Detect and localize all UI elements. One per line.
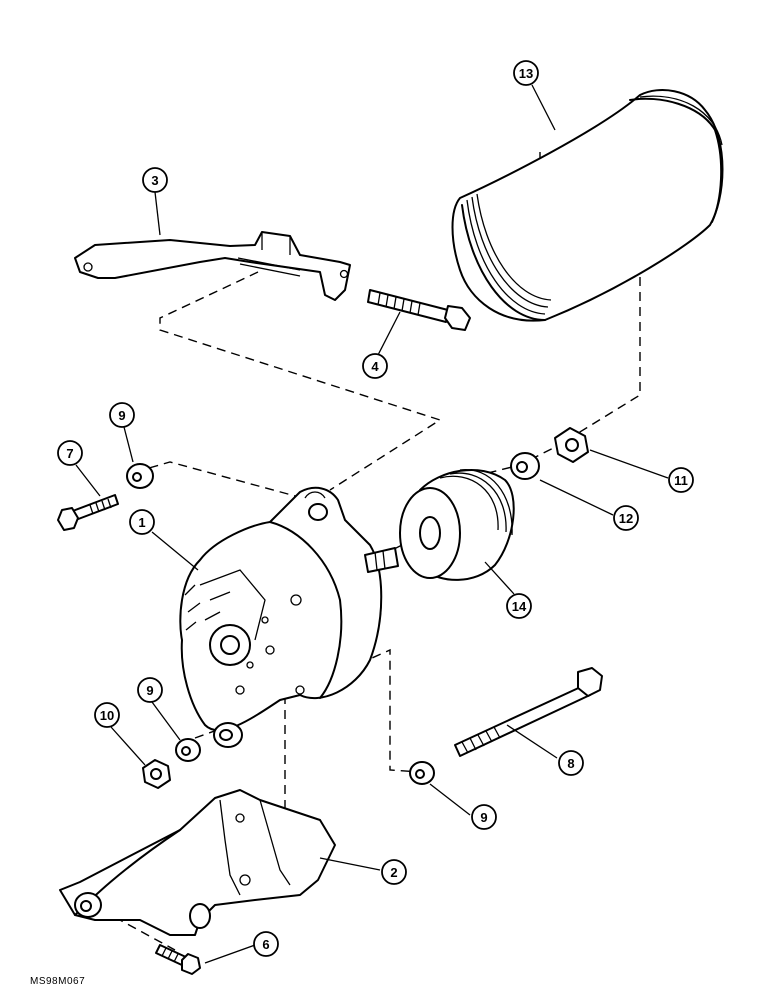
callout-13: 13	[513, 60, 539, 86]
callout-7-label: 7	[66, 446, 73, 461]
callout-6-label: 6	[262, 937, 269, 952]
callout-2: 2	[381, 859, 407, 885]
callout-11-label: 11	[674, 473, 688, 488]
callout-4: 4	[362, 353, 388, 379]
callout-9-upper-label: 9	[118, 408, 125, 423]
callout-14: 14	[506, 593, 532, 619]
pulley	[399, 468, 515, 581]
callout-12-label: 12	[619, 511, 633, 526]
washer-upper	[126, 463, 154, 489]
mounting-bracket	[59, 789, 336, 936]
callout-2-label: 2	[390, 865, 397, 880]
callout-9-lower-label: 9	[480, 810, 487, 825]
callout-1: 1	[129, 509, 155, 535]
adjusting-bracket	[74, 231, 351, 301]
callout-14-label: 14	[512, 599, 527, 614]
figure-code: MS98M067	[30, 976, 86, 987]
callout-11: 11	[668, 467, 694, 493]
callout-7: 7	[57, 440, 83, 466]
callout-9-middle: 9	[137, 677, 163, 703]
alternator-bolt-upper	[57, 494, 119, 531]
callout-8-label: 8	[567, 756, 574, 771]
callout-9-upper: 9	[109, 402, 135, 428]
leader-lines	[75, 84, 669, 964]
pulley-nut	[554, 427, 589, 463]
callout-1-label: 1	[138, 515, 145, 530]
long-pivot-bolt	[454, 667, 603, 757]
callout-10-label: 10	[100, 708, 114, 723]
bracket-bolt-lower	[155, 944, 201, 975]
callout-10: 10	[94, 702, 120, 728]
callout-6: 6	[253, 931, 279, 957]
alternator	[179, 486, 399, 748]
callout-13-label: 13	[519, 66, 533, 81]
bracket-bolt	[367, 289, 471, 331]
callout-4-label: 4	[371, 359, 379, 374]
callout-3-label: 3	[151, 173, 158, 188]
callout-9-lower: 9	[471, 804, 497, 830]
callout-12: 12	[613, 505, 639, 531]
callout-8: 8	[558, 750, 584, 776]
pulley-washer	[510, 452, 540, 480]
washer-lower-right	[409, 761, 435, 785]
callout-9-middle-label: 9	[146, 683, 153, 698]
alternator-nut	[142, 759, 171, 789]
callout-3: 3	[142, 167, 168, 193]
washer-lower-left	[175, 738, 201, 762]
drive-belt	[451, 89, 724, 322]
